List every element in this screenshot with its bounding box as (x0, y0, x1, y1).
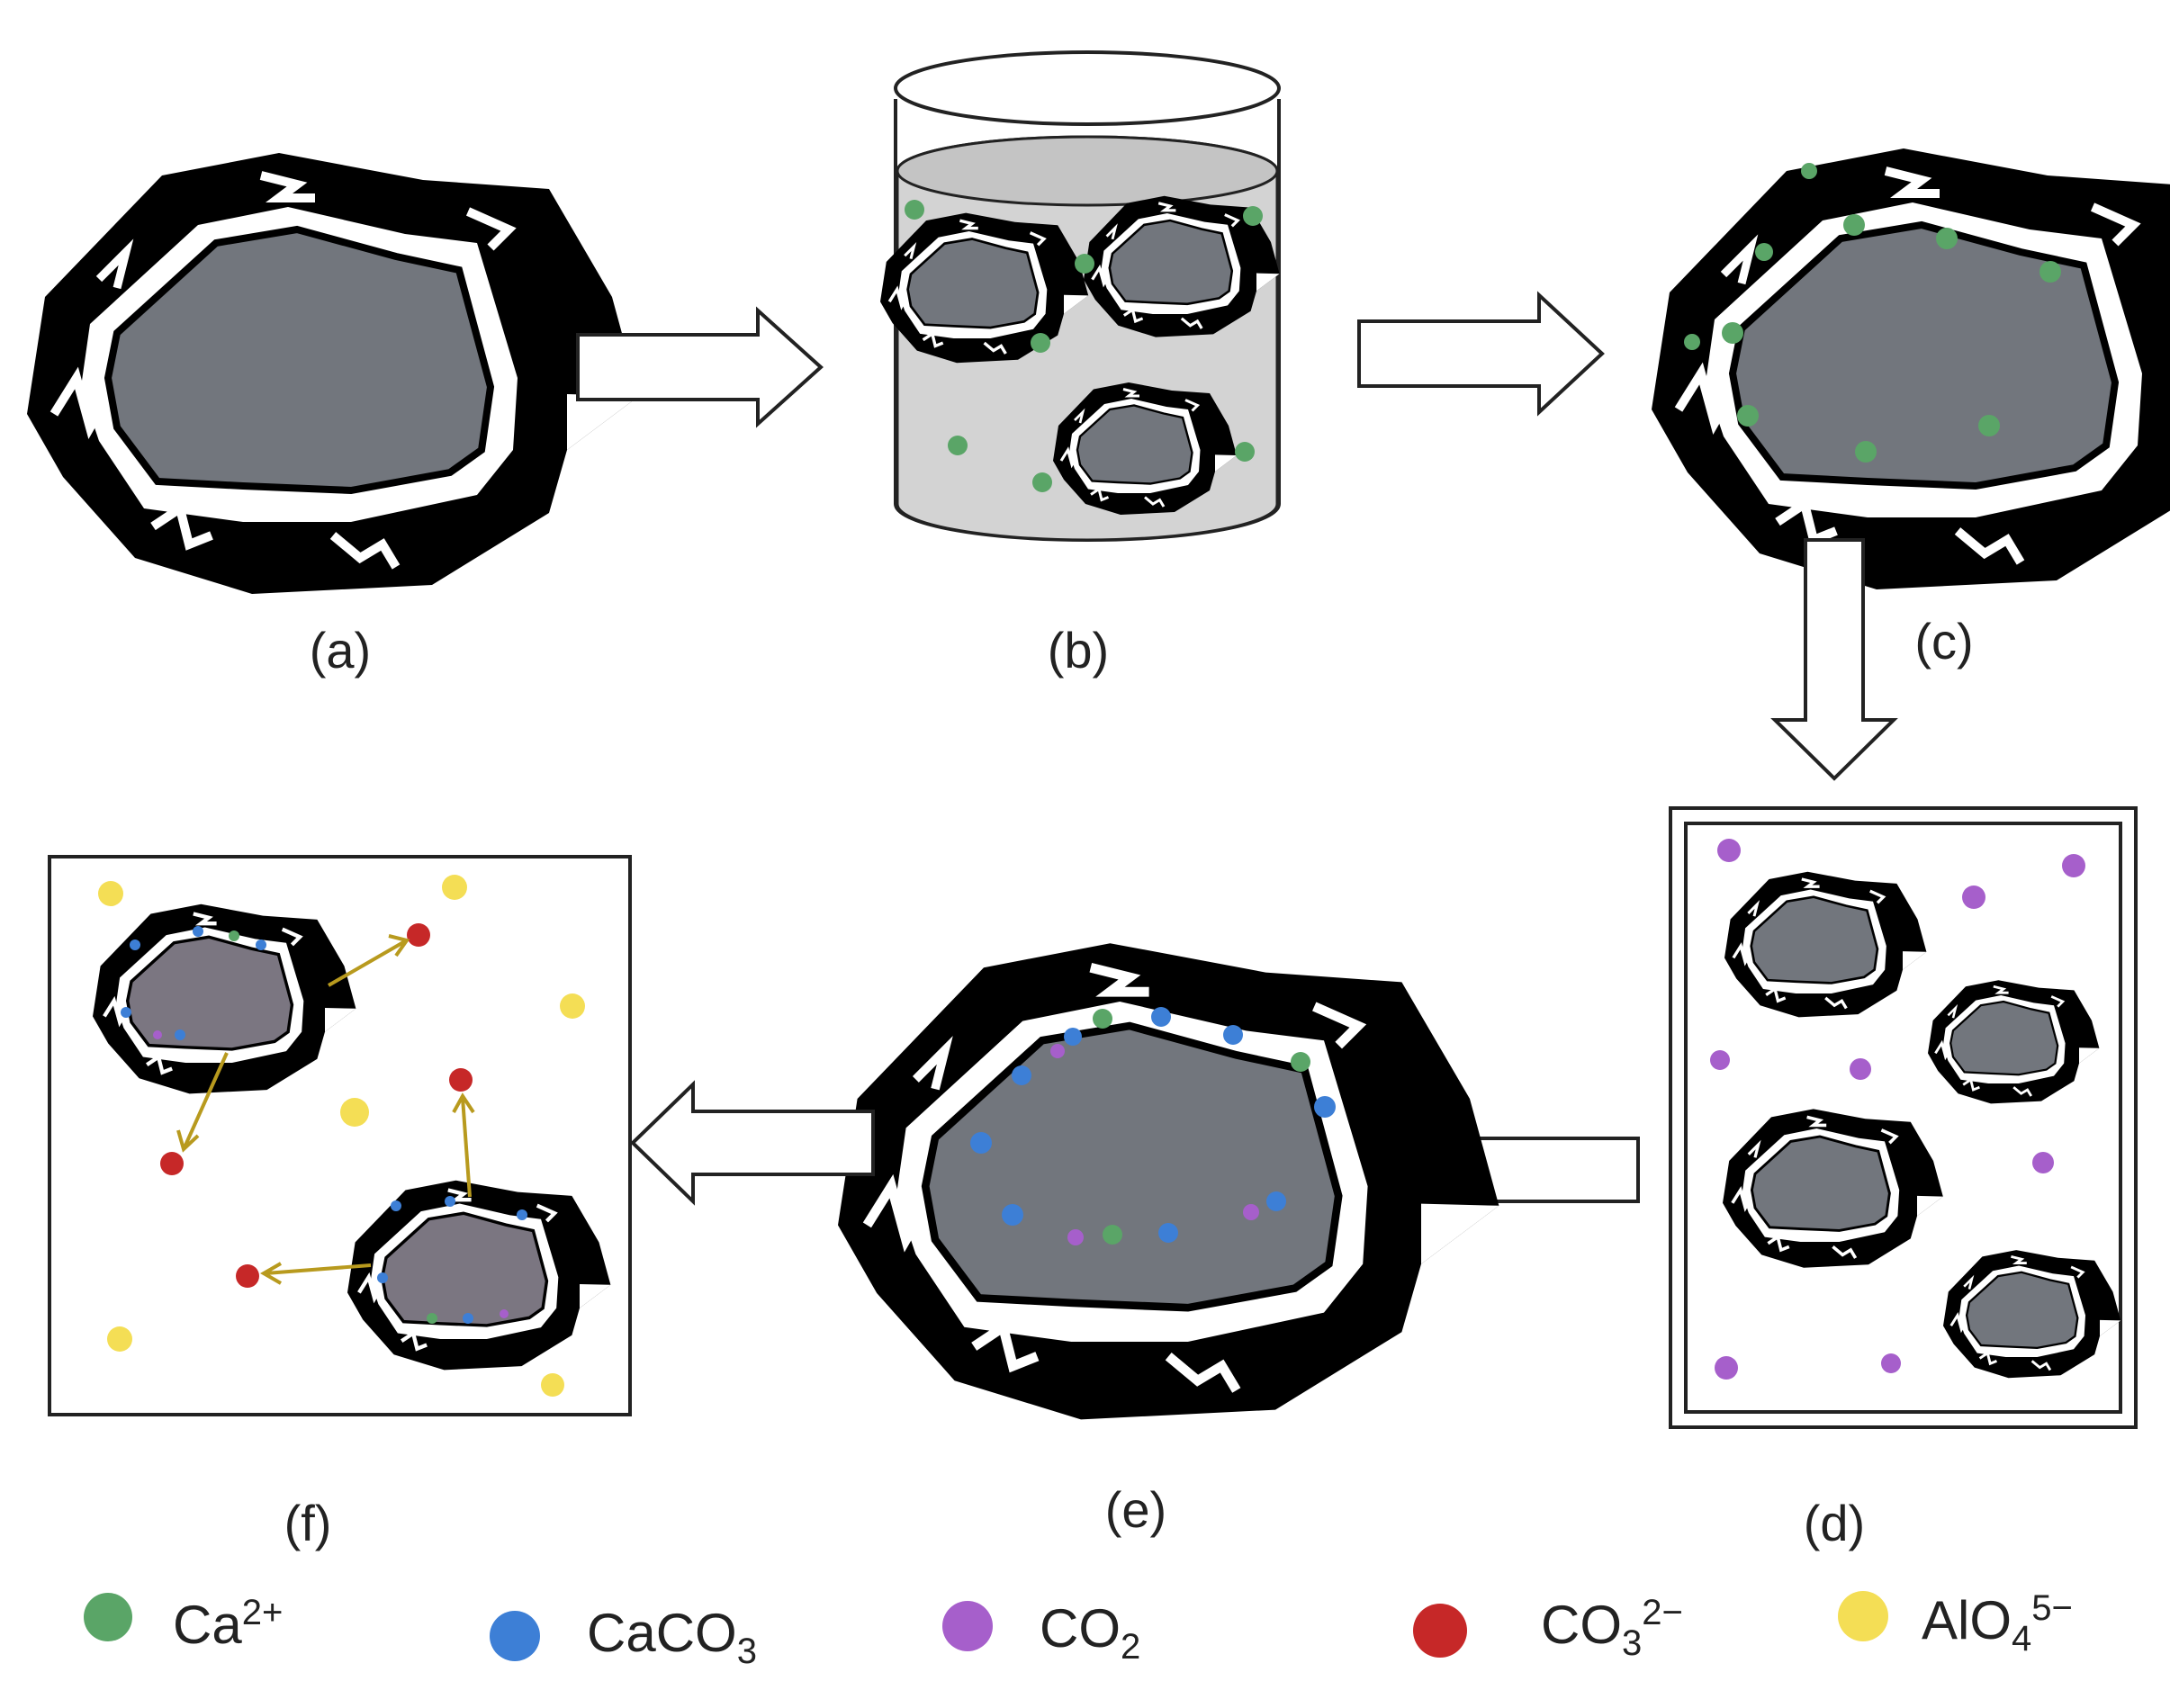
arrow-b-to-c (1357, 291, 1605, 417)
label-panel-d: (d) (1803, 1495, 1866, 1551)
panel-d-carbonation-chamber (1669, 806, 2138, 1429)
legend-dot-co3 (1413, 1604, 1467, 1658)
legend-co3: CO32− (1541, 1593, 1683, 1663)
beaker-ca-ions (905, 200, 1263, 492)
legend-ca-ion: Ca2+ (173, 1593, 284, 1655)
panel-e-aggregate (838, 943, 1499, 1419)
arrow-c-to-d (1770, 538, 1898, 781)
legend-caco3: CaCO3 (587, 1603, 757, 1671)
legend-co2: CO2 (1040, 1598, 1141, 1667)
panel-b-beaker (878, 50, 1282, 542)
label-panel-f: (f) (284, 1495, 332, 1551)
legend-dot-alo4 (1838, 1591, 1888, 1641)
panel-f-leaching (48, 855, 632, 1416)
label-panel-c: (c) (1914, 613, 1974, 670)
legend-dot-ca-ion (84, 1593, 132, 1641)
panel-c-aggregate (1652, 148, 2170, 589)
label-panel-e: (e) (1104, 1481, 1167, 1538)
arrow-e-to-f (630, 1080, 875, 1206)
legend-alo4: AlO45− (1922, 1588, 2073, 1659)
label-panel-b: (b) (1047, 622, 1110, 679)
panel-a-aggregate (27, 153, 639, 594)
arrow-a-to-b (576, 306, 824, 428)
label-panel-a: (a) (309, 622, 372, 679)
legend-dot-caco3 (490, 1611, 540, 1661)
legend-dot-co2 (942, 1601, 993, 1651)
